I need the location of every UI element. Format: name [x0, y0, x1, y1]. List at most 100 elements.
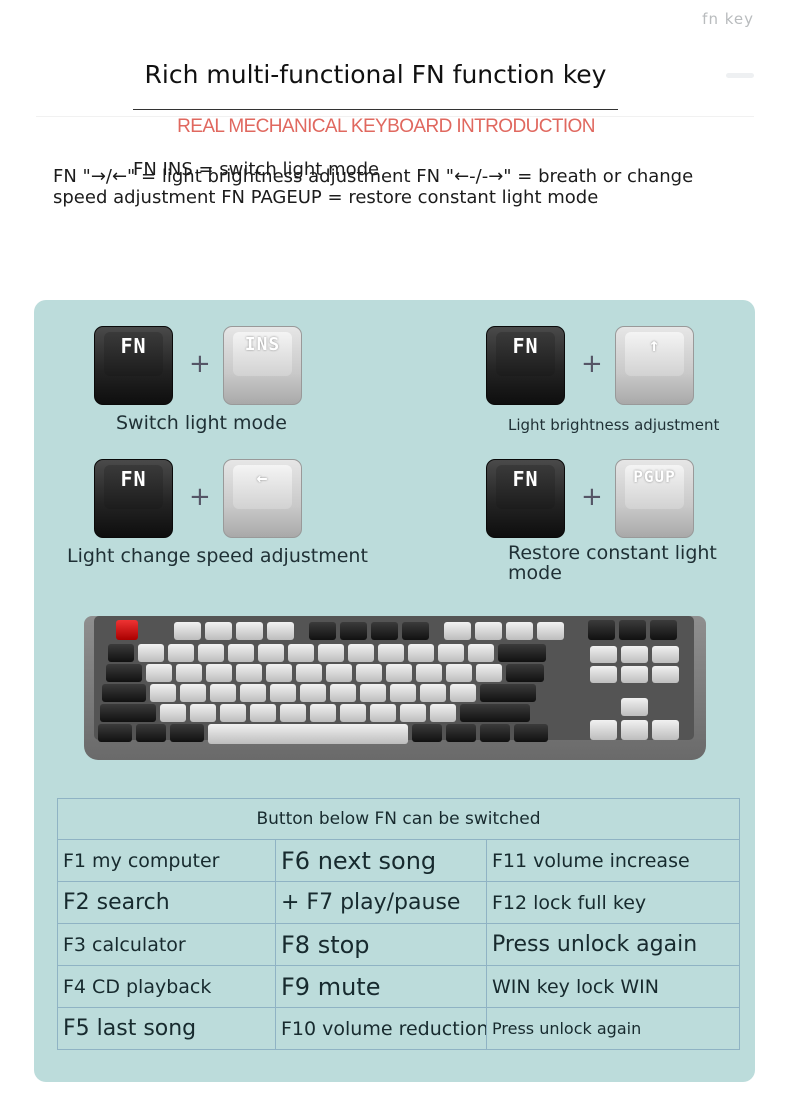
- table-cell: F4 CD playback: [57, 965, 276, 1008]
- keyboard-key: [390, 684, 416, 702]
- table-cell: F5 last song: [57, 1007, 276, 1050]
- keyboard-key: [208, 724, 408, 744]
- table-cell: F8 stop: [275, 923, 487, 966]
- table-cell: Press unlock again: [486, 1007, 740, 1050]
- table-cell: F3 calculator: [57, 923, 276, 966]
- plus-sign: +: [189, 482, 211, 512]
- keyboard-key: [402, 622, 429, 640]
- combo-label-speed: Light change speed adjustment: [67, 545, 368, 567]
- keyboard-key: [371, 622, 398, 640]
- table-cell: F11 volume increase: [486, 839, 740, 882]
- keyboard-key: [220, 704, 246, 722]
- keyboard-key: [450, 684, 476, 702]
- keyboard-key: [270, 684, 296, 702]
- keyboard-key: [444, 622, 471, 640]
- keyboard-key: [236, 622, 263, 640]
- corner-dash: [726, 73, 754, 78]
- keyboard-key: [590, 666, 617, 683]
- keyboard-key: [318, 644, 344, 662]
- fn-function-table: Button below FN can be switched F1 my co…: [57, 798, 740, 1050]
- keyboard-key: [205, 622, 232, 640]
- ins-keycap: INS: [223, 326, 302, 405]
- pgup-keycap: PGUP: [615, 459, 694, 538]
- up-arrow-keycap: ↑: [615, 326, 694, 405]
- description-line-b: FN "→/←" = light brightness adjustment F…: [53, 166, 694, 208]
- fn-keycap: FN: [486, 326, 565, 405]
- keyboard-key: [621, 666, 648, 683]
- keyboard-key: [138, 644, 164, 662]
- keyboard-key: [146, 664, 172, 682]
- keyboard-key: [386, 664, 412, 682]
- keyboard-key: [236, 664, 262, 682]
- plus-sign: +: [581, 349, 603, 379]
- keyboard-key: [180, 684, 206, 702]
- keyboard-key: [475, 622, 502, 640]
- table-header: Button below FN can be switched: [57, 798, 740, 840]
- keyboard-key: [198, 644, 224, 662]
- keyboard-illustration: [84, 608, 706, 760]
- keyboard-key: [408, 644, 434, 662]
- title-underline: [133, 109, 618, 110]
- keyboard-key: [619, 620, 646, 640]
- keyboard-key: [370, 704, 396, 722]
- keyboard-key: [652, 720, 679, 740]
- keyboard-key: [288, 644, 314, 662]
- keyboard-key: [310, 704, 336, 722]
- keyboard-key: [476, 664, 502, 682]
- keyboard-key: [240, 684, 266, 702]
- table-cell: Press unlock again: [486, 923, 740, 966]
- keyboard-key: [430, 704, 456, 722]
- keyboard-key: [360, 684, 386, 702]
- keyboard-key: [480, 684, 536, 702]
- keyboard-key: [206, 664, 232, 682]
- keyboard-plate: [94, 616, 694, 744]
- keyboard-key: [326, 664, 352, 682]
- keyboard-key: [412, 724, 442, 742]
- keyboard-key: [280, 704, 306, 722]
- faint-divider: [36, 116, 754, 117]
- table-cell: F6 next song: [275, 839, 487, 882]
- table-cell: F1 my computer: [57, 839, 276, 882]
- keyboard-key: [150, 684, 176, 702]
- keyboard-key: [300, 684, 326, 702]
- keyboard-key: [340, 622, 367, 640]
- keyboard-key: [378, 644, 404, 662]
- fn-keycap: FN: [94, 459, 173, 538]
- table-row: F5 last song F10 volume reduction Press …: [57, 1007, 740, 1050]
- keyboard-key: [100, 704, 156, 722]
- keyboard-key: [266, 664, 292, 682]
- keyboard-key: [590, 720, 617, 740]
- table-cell: + F7 play/pause: [275, 881, 487, 924]
- table-cell: F9 mute: [275, 965, 487, 1008]
- keyboard-key: [296, 664, 322, 682]
- table-row: F4 CD playback F9 mute WIN key lock WIN: [57, 965, 740, 1008]
- corner-tag: fn key: [702, 10, 754, 28]
- keyboard-key: [588, 620, 615, 640]
- plus-sign: +: [581, 482, 603, 512]
- table-row: F1 my computer F6 next song F11 volume i…: [57, 839, 740, 882]
- table-row: F3 calculator F8 stop Press unlock again: [57, 923, 740, 966]
- keyboard-key: [250, 704, 276, 722]
- page-title: Rich multi-functional FN function key: [144, 60, 607, 89]
- keyboard-key: [590, 646, 617, 663]
- keyboard-key: [446, 724, 476, 742]
- keyboard-key: [460, 704, 530, 722]
- combo-label-restore: Restore constant light mode: [508, 542, 717, 584]
- keyboard-key: [174, 622, 201, 640]
- keyboard-key: [176, 664, 202, 682]
- keyboard-key: [420, 684, 446, 702]
- page-subtitle: REAL MECHANICAL KEYBOARD INTRODUCTION: [177, 116, 595, 137]
- plus-sign: +: [189, 349, 211, 379]
- keyboard-key: [190, 704, 216, 722]
- keyboard-key: [102, 684, 146, 702]
- table-cell: F12 lock full key: [486, 881, 740, 924]
- table-cell: WIN key lock WIN: [486, 965, 740, 1008]
- keyboard-key: [438, 644, 464, 662]
- keyboard-key: [356, 664, 382, 682]
- keyboard-key: [498, 644, 546, 662]
- table-cell: F2 search: [57, 881, 276, 924]
- keyboard-key: [210, 684, 236, 702]
- keyboard-key: [348, 644, 374, 662]
- keyboard-key: [468, 644, 494, 662]
- keyboard-key: [160, 704, 186, 722]
